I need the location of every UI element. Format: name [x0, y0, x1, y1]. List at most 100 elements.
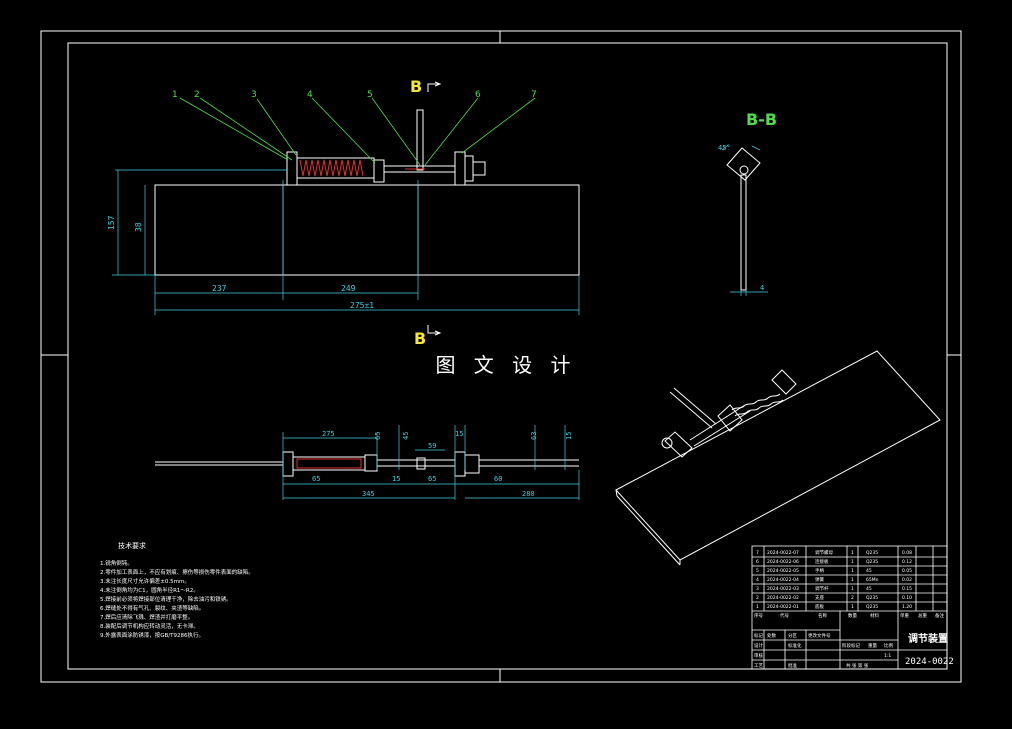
left-support [286, 151, 298, 186]
bom-header-unit: 单重 [900, 612, 909, 619]
balloon-4: 4 [307, 90, 313, 100]
bom-mat-7: Q235 [866, 550, 878, 556]
dim-h-total: 157 [107, 215, 116, 230]
plan-dim-7: 65 [312, 475, 320, 483]
bom-name-4: 弹簧 [815, 576, 824, 583]
front-dim-text: 157 38 237 249 275±1 [107, 215, 374, 310]
note-line-7: 7.焊后应清除飞溅、焊渣并打磨平整。 [100, 613, 193, 621]
bom-code-3: 2024-0022-03 [767, 586, 799, 592]
dim-mid-w: 249 [341, 284, 356, 293]
bom-name-2: 支座 [815, 594, 824, 601]
tb-zone: 分区 [788, 632, 797, 639]
tb-change: 更改文件号 [808, 632, 831, 639]
front-dim-lines [112, 169, 580, 315]
balloon-2: 2 [194, 90, 200, 100]
isometric-view [615, 350, 941, 566]
bom-w-2: 0.10 [902, 595, 912, 601]
plan-dim-10: 60 [494, 475, 502, 483]
bom-no-7: 7 [756, 550, 759, 556]
bom-name-1: 底板 [815, 603, 824, 610]
section-mark-bottom: B [414, 325, 442, 348]
bom-mat-5: 45 [866, 568, 872, 574]
dim-overall-w: 275±1 [350, 301, 374, 310]
note-line-1: 1.锐角倒钝。 [100, 559, 133, 567]
plan-dim-8: 65 [428, 475, 436, 483]
bom-code-4: 2024-0022-04 [767, 577, 799, 583]
bom-w-6: 0.12 [902, 559, 912, 565]
plan-dim-11: 345 [362, 490, 375, 498]
section-mark-top: B [410, 77, 442, 96]
leader-lines [179, 97, 536, 166]
bom-code-5: 2024-0022-05 [767, 568, 799, 574]
bom-w-1: 1.20 [902, 604, 912, 610]
bom-qty-4: 1 [851, 577, 854, 583]
bom-header-remark: 备注 [935, 612, 944, 619]
section-view-title: B-B [746, 110, 777, 129]
bom-w-3: 0.15 [902, 586, 912, 592]
balloon-3: 3 [251, 90, 257, 100]
tb-mark: 标记 [754, 632, 763, 639]
bom-code-2: 2024-0022-02 [767, 595, 799, 601]
notes-title: 技术要求 [118, 541, 146, 550]
dim-h-plate: 38 [134, 222, 143, 232]
bom-name-7: 调节螺母 [815, 549, 833, 556]
front-view [112, 97, 580, 315]
right-support [454, 151, 466, 186]
bom-qty-7: 1 [851, 550, 854, 556]
spring [299, 159, 364, 177]
dim-left-w: 237 [212, 284, 227, 293]
plan-dim-2: 45 [402, 432, 410, 440]
dim-thickness: 4 [760, 284, 764, 292]
plan-dim-text: 275 45 59 15 63 15 65 65 15 60 345 280 6… [312, 430, 573, 498]
bom-name-6: 连接板 [815, 558, 829, 565]
balloon-7: 7 [531, 90, 537, 100]
bom-w-5: 0.05 [902, 568, 912, 574]
bom-code-1: 2024-0022-01 [767, 604, 799, 610]
section-letter-bottom: B [414, 329, 426, 348]
note-line-6: 6.焊缝处不得有气孔、裂纹、夹渣等缺陷。 [100, 604, 204, 612]
bom-qty-6: 1 [851, 559, 854, 565]
bom-code-6: 2024-0022-06 [767, 559, 799, 565]
balloon-1: 1 [172, 90, 178, 100]
balloon-5: 5 [367, 90, 373, 100]
tb-scale: 比例 [884, 642, 893, 649]
bom-header-name: 名称 [818, 612, 827, 619]
tb-std: 标准化 [788, 642, 802, 649]
bom-header-no: 序号 [754, 612, 763, 619]
bom-name-3: 调节杆 [815, 585, 829, 592]
plan-dim-3: 59 [428, 442, 436, 450]
plan-dim-13: 65 [374, 432, 382, 440]
bom-no-1: 1 [756, 604, 759, 610]
bom-header-total: 总重 [918, 612, 927, 619]
bom-mat-6: Q235 [866, 559, 878, 565]
note-line-8: 8.装配后调节机构应转动灵活，无卡滞。 [100, 622, 199, 630]
bom-no-3: 3 [756, 586, 759, 592]
tb-sheet: 共 张 第 张 [846, 662, 869, 669]
bom-header-mat: 材料 [870, 612, 879, 619]
bom-mat-3: 45 [866, 586, 872, 592]
plan-dim-9: 15 [392, 475, 400, 483]
plan-dim-6: 15 [565, 432, 573, 440]
bom-w-7: 0.08 [902, 550, 912, 556]
note-line-4: 4.未注倒角均为C1，圆角半径R1～R2。 [100, 586, 199, 594]
tb-count: 处数 [767, 632, 776, 639]
plan-dim-5: 63 [530, 432, 538, 440]
drawing-number: 2024-0022 [905, 657, 954, 667]
tb-check: 审核 [754, 652, 763, 659]
bom-no-2: 2 [756, 595, 759, 601]
note-line-5: 5.焊接前必须将焊接部位清理干净，除去油污和铁锈。 [100, 595, 232, 603]
plan-dim-4: 15 [455, 430, 463, 438]
bom-mat-4: 65Mn [866, 577, 879, 583]
bom-header-qty: 数量 [848, 612, 857, 619]
note-line-3: 3.未注长度尺寸允许偏差±0.5mm。 [100, 577, 190, 585]
balloon-labels: 1 2 3 4 5 6 7 [172, 90, 537, 100]
bom-header-code: 代号 [780, 612, 789, 619]
section-view-bb: B-B 45° 4 [718, 110, 777, 296]
bom-no-5: 5 [756, 568, 759, 574]
watermark: 图 文 设 计 [430, 343, 582, 383]
bom-no-6: 6 [756, 559, 759, 565]
technical-notes: 技术要求 1.锐角倒钝。 2.零件加工表面上，不应有划痕、擦伤等损伤零件表面的缺… [100, 541, 254, 639]
handle-rod [416, 109, 424, 171]
bom-qty-5: 1 [851, 568, 854, 574]
